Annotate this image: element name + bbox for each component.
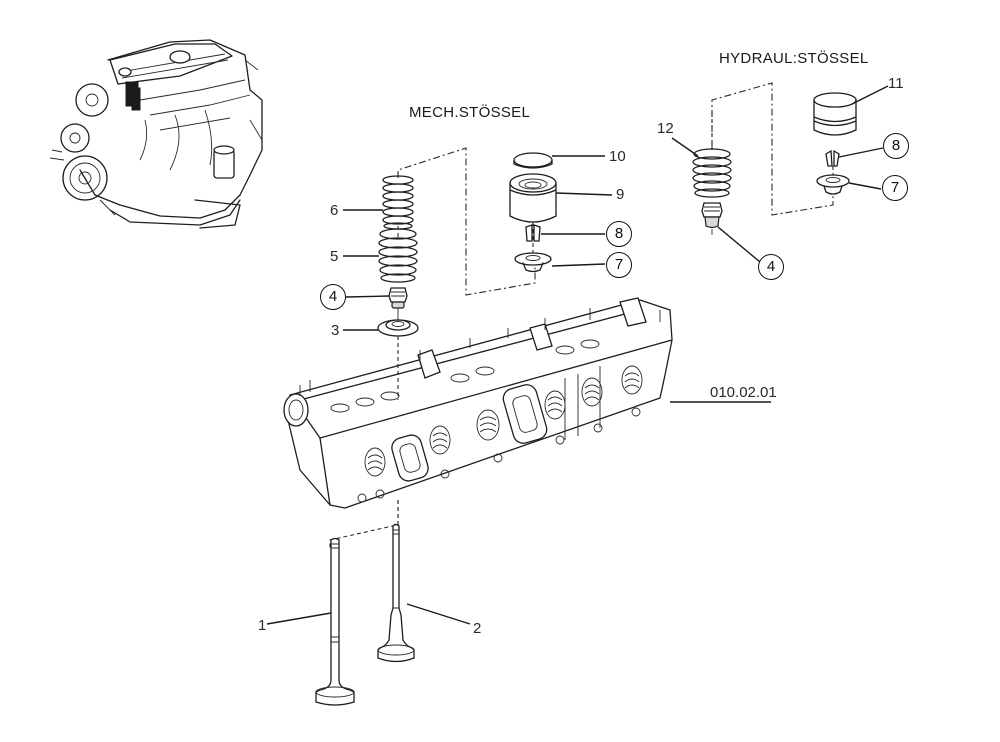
section-title-hydraulic: HYDRAUL:STÖSSEL: [719, 50, 869, 67]
callout-4-hydraulic[interactable]: 4: [758, 254, 784, 280]
bucket-tappet: [509, 173, 557, 223]
callout-8-mechanical[interactable]: 8: [606, 221, 632, 247]
hydraulic-lifter: [813, 92, 857, 136]
adjusting-shim: [513, 152, 553, 169]
assembly-line-mech: [397, 147, 536, 296]
callout-4-mechanical[interactable]: 4: [320, 284, 346, 310]
intake-valve: [377, 523, 415, 663]
valve-spring-hydraulic: [692, 112, 732, 198]
callout-5[interactable]: 5: [330, 248, 339, 265]
reference-number: 010.02.01: [710, 384, 777, 401]
valve-keepers-mech: [525, 222, 541, 256]
cylinder-head: [283, 297, 673, 509]
callout-9[interactable]: 9: [616, 186, 625, 203]
valve-stem-seal-mech: [388, 287, 408, 309]
callout-2[interactable]: 2: [473, 620, 482, 637]
leader-lines: [266, 85, 889, 625]
intake-ports: [391, 384, 548, 482]
valve-spring-inner: [382, 175, 414, 230]
valve-keepers-hydraulic: [825, 149, 840, 178]
valve-stem-seal-hydraulic: [701, 202, 723, 235]
callout-7-hydraulic[interactable]: 7: [882, 175, 908, 201]
callout-3[interactable]: 3: [331, 322, 340, 339]
exhaust-valve: [315, 537, 355, 706]
assembly-line-hyd: [711, 82, 834, 216]
callout-7-mechanical[interactable]: 7: [606, 252, 632, 278]
callout-8-hydraulic[interactable]: 8: [883, 133, 909, 159]
valve-spring-outer: [378, 228, 418, 283]
spring-retainer-mech: [514, 252, 552, 273]
callout-1[interactable]: 1: [258, 617, 267, 634]
callout-12[interactable]: 12: [657, 120, 674, 137]
section-title-mechanical: MECH.STÖSSEL: [409, 104, 531, 121]
callout-10[interactable]: 10: [609, 148, 626, 165]
engine-overview-illustration: [49, 39, 263, 229]
callout-11[interactable]: 11: [888, 75, 904, 92]
callout-6[interactable]: 6: [330, 202, 339, 219]
spring-seat: [377, 308, 419, 337]
spring-retainer-hydraulic: [816, 174, 850, 195]
